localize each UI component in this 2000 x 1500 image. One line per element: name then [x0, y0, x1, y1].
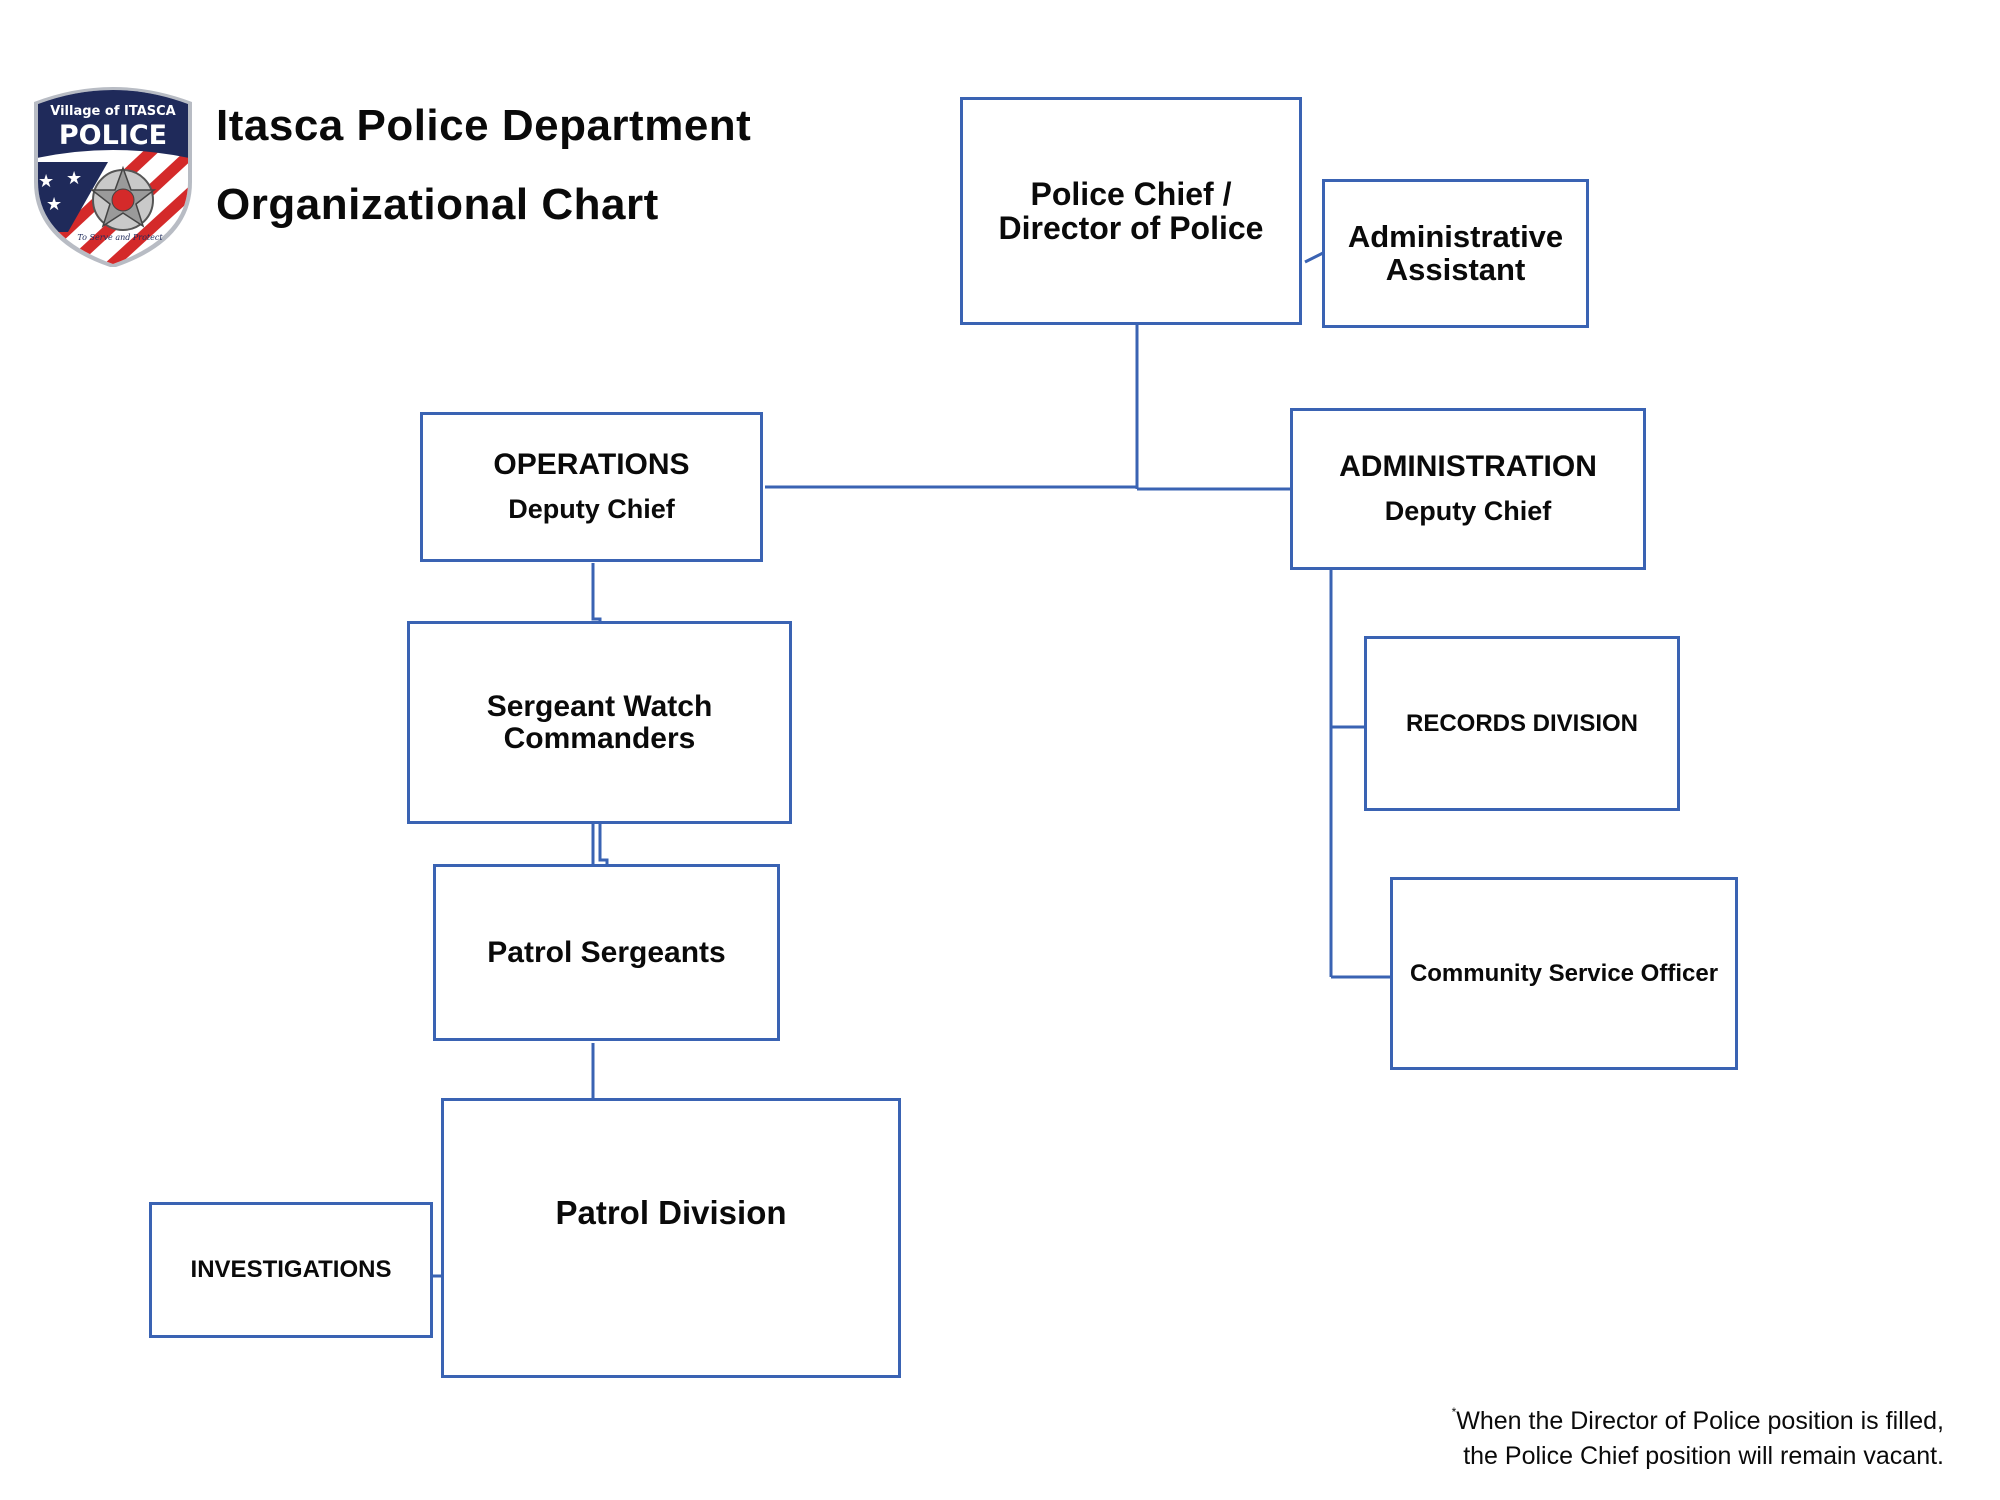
connector-ops-to-watch	[591, 563, 602, 625]
logo-motto: To Serve and Protect	[77, 233, 163, 242]
node-records-division-label: RECORDS DIVISION	[1405, 709, 1639, 737]
node-community-service-officer-label: Community Service Officer	[1409, 959, 1719, 987]
node-patrol-sergeants: Patrol Sergeants	[433, 864, 780, 1041]
node-administration-subtitle: Deputy Chief	[1384, 496, 1552, 527]
chart-title: Organizational Chart	[216, 180, 659, 229]
logo-police-word: POLICE	[59, 120, 167, 151]
department-title: Itasca Police Department	[216, 101, 752, 150]
node-administration-title: ADMINISTRATION	[1339, 449, 1597, 483]
footnote-line-1-text: When the Director of Police position is …	[1456, 1407, 1944, 1435]
footnote-line-1: *When the Director of Police position is…	[1452, 1404, 1944, 1439]
node-operations: OPERATIONS Deputy Chief	[420, 412, 763, 562]
node-records-division: RECORDS DIVISION	[1364, 636, 1680, 811]
logo-arc-text: Village of ITASCA	[50, 104, 175, 119]
footnote: *When the Director of Police position is…	[1452, 1404, 1944, 1474]
node-investigations-label: INVESTIGATIONS	[190, 1256, 392, 1283]
node-investigations: INVESTIGATIONS	[149, 1202, 433, 1338]
connector-watch-to-patrol-sgt-b	[598, 823, 609, 868]
node-police-chief: Police Chief /Director of Police	[960, 97, 1302, 325]
node-patrol-sergeants-label: Patrol Sergeants	[487, 935, 726, 969]
svg-text:★: ★	[38, 171, 54, 191]
node-community-service-officer: Community Service Officer	[1390, 877, 1738, 1070]
node-operations-subtitle: Deputy Chief	[508, 494, 675, 525]
node-administration: ADMINISTRATION Deputy Chief	[1290, 408, 1646, 570]
node-patrol-division-label: Patrol Division	[555, 1194, 787, 1231]
svg-text:★: ★	[46, 194, 62, 214]
svg-text:★: ★	[66, 168, 82, 188]
police-badge-logo: ★ ★ ★ ★ Village of ITASCA POLICE To Serv…	[28, 82, 198, 268]
footnote-line-2: the Police Chief position will remain va…	[1463, 1442, 1944, 1470]
connector-to-admin-assistant	[1304, 250, 1326, 264]
footnote-star: *	[1451, 1405, 1457, 1419]
node-patrol-division: Patrol Division	[441, 1098, 901, 1378]
node-police-chief-label: Police Chief /Director of Police	[998, 176, 1264, 246]
node-operations-title: OPERATIONS	[493, 447, 690, 481]
